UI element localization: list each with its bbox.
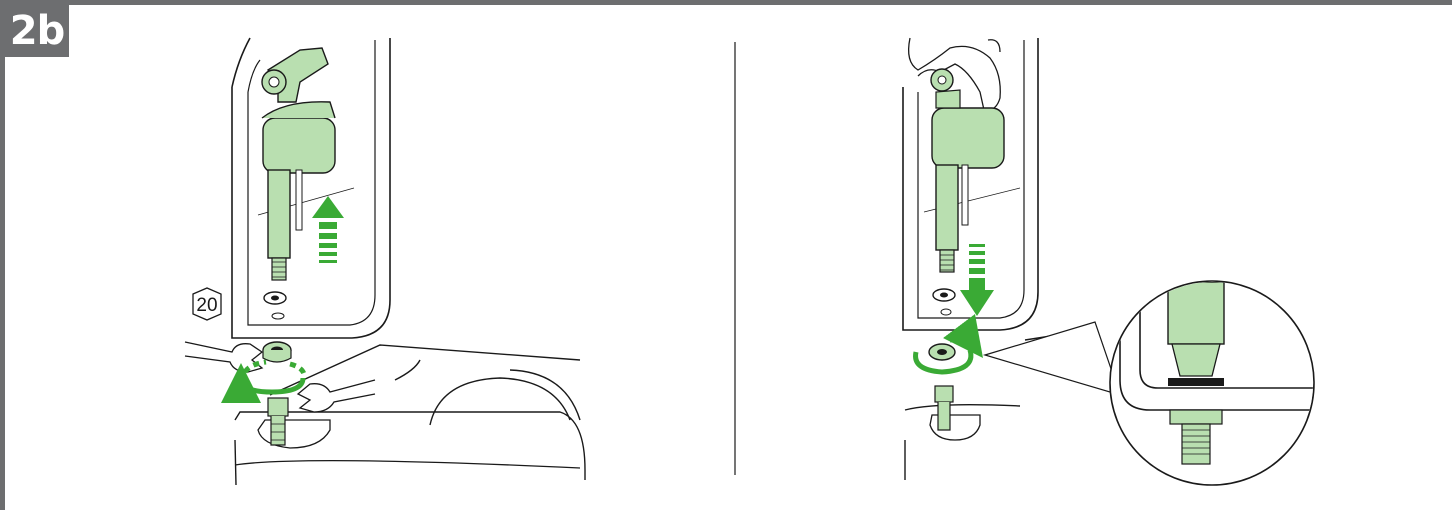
right-panel [903, 38, 1320, 485]
wrench-lower-icon [298, 380, 375, 412]
wrench-size-hex-icon: 20 [193, 288, 221, 320]
tank-outline-left [232, 38, 390, 338]
lock-nut-right [929, 344, 955, 360]
up-arrow-icon [312, 196, 344, 263]
detail-callout-pointer [985, 322, 1120, 395]
detail-zoom-circle [1110, 281, 1320, 485]
wrench-upper-icon [185, 342, 262, 372]
wrench-size-label: 20 [196, 295, 217, 316]
left-panel: 20 [185, 38, 585, 485]
down-arrow-icon [960, 244, 994, 316]
supply-hose-right [935, 386, 953, 430]
lock-nut-left [263, 342, 291, 362]
supply-hose-left [268, 398, 288, 445]
